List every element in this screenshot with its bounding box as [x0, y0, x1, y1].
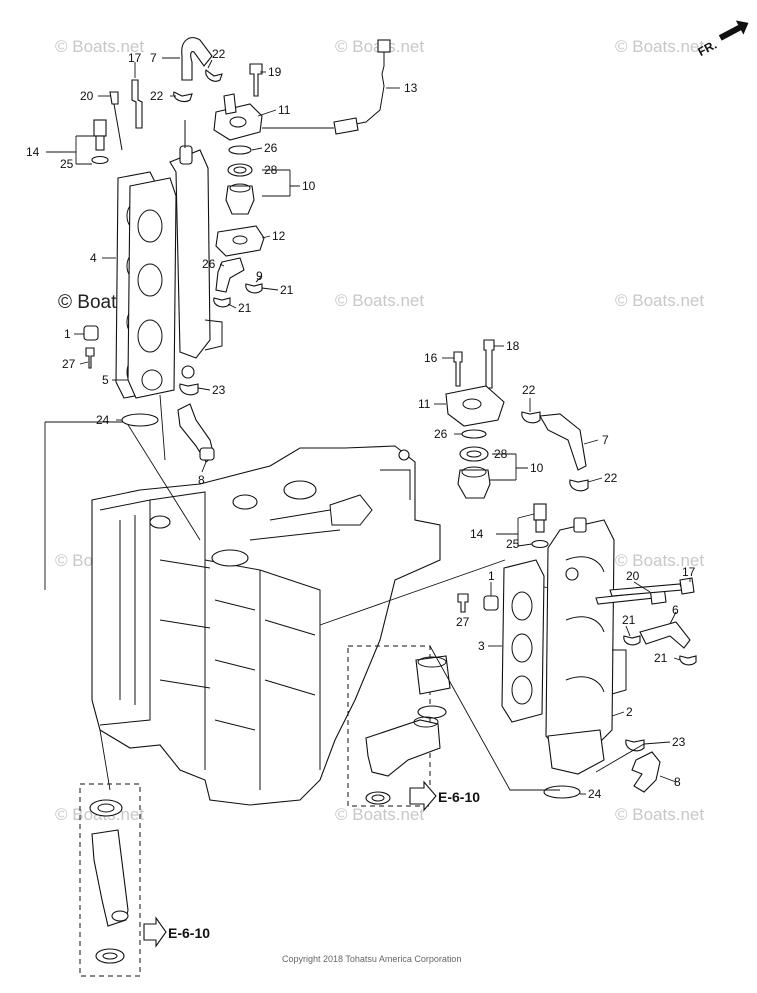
- fr-arrow-icon: [718, 20, 749, 41]
- reference-link[interactable]: E-6-10: [168, 925, 210, 941]
- watermark: © Boats.net: [615, 805, 704, 824]
- water-connector-group-left: E-6-10: [79, 783, 210, 977]
- callout-2: 2: [626, 705, 633, 719]
- callout-11: 11: [278, 103, 291, 117]
- callout-21: 21: [280, 283, 294, 297]
- callout-28: 28: [494, 447, 508, 461]
- callout-3: 3: [478, 639, 485, 653]
- watermark: © Boats.net: [335, 805, 424, 824]
- callout-14: 14: [26, 145, 40, 159]
- callout-20: 20: [626, 569, 640, 583]
- callout-10: 10: [530, 461, 544, 475]
- callout-23: 23: [212, 383, 226, 397]
- port-exhaust-group: [83, 37, 391, 463]
- callout-26: 26: [264, 141, 278, 155]
- callout-25: 25: [60, 157, 74, 171]
- water-connector-group: E-6-10: [347, 645, 560, 812]
- callout-1: 1: [64, 327, 71, 341]
- callout-19: 19: [268, 65, 282, 79]
- watermark: © Boats.net: [615, 291, 704, 310]
- watermark: © Boats.net: [55, 37, 144, 56]
- watermark: © Boats.net: [615, 37, 704, 56]
- callout-27: 27: [62, 357, 76, 371]
- callout-11: 11: [418, 397, 431, 411]
- callout-24: 24: [588, 787, 602, 801]
- callout-leaders: [46, 57, 691, 795]
- watermark: © Boats.net: [615, 551, 704, 570]
- callout-9: 9: [256, 269, 263, 283]
- engine-block: [91, 445, 441, 806]
- callout-24: 24: [96, 413, 110, 427]
- callout-21: 21: [238, 301, 252, 315]
- reference-arrow-icon: [409, 780, 437, 812]
- callout-4: 4: [90, 251, 97, 265]
- callout-10: 10: [302, 179, 316, 193]
- callout-16: 16: [424, 351, 438, 365]
- callout-12: 12: [272, 229, 286, 243]
- callout-1: 1: [488, 569, 495, 583]
- callout-21: 21: [622, 613, 636, 627]
- starboard-exhaust-group: [445, 339, 697, 799]
- callout-14: 14: [470, 527, 484, 541]
- callout-13: 13: [404, 81, 418, 95]
- exhaust-cover-5: [127, 177, 177, 399]
- copyright-notice: Copyright 2018 Tohatsu America Corporati…: [282, 954, 461, 964]
- callout-7: 7: [602, 433, 609, 447]
- callout-5: 5: [102, 373, 109, 387]
- gasket-3: [501, 559, 545, 723]
- callout-17: 17: [682, 565, 696, 579]
- water-jacket: [169, 149, 211, 359]
- callout-8: 8: [674, 775, 681, 789]
- callout-26: 26: [202, 257, 216, 271]
- reference-arrow-icon: [143, 916, 167, 948]
- callout-7: 7: [150, 51, 157, 65]
- callout-22: 22: [150, 89, 164, 103]
- callout-20: 20: [80, 89, 94, 103]
- watermark: © Boats.net: [335, 291, 424, 310]
- callout-18: 18: [506, 339, 520, 353]
- callout-26: 26: [434, 427, 448, 441]
- callout-22: 22: [522, 383, 536, 397]
- callout-27: 27: [456, 615, 470, 629]
- callout-23: 23: [672, 735, 686, 749]
- callout-21: 21: [654, 651, 668, 665]
- callouts: 7 17 22 20 22 19 11 13 14 25 26 28 10 4 …: [26, 47, 696, 801]
- callout-17: 17: [128, 51, 142, 65]
- callout-25: 25: [506, 537, 520, 551]
- callout-22: 22: [212, 47, 226, 61]
- reference-link[interactable]: E-6-10: [438, 789, 480, 805]
- callout-8: 8: [198, 473, 205, 487]
- callout-28: 28: [264, 163, 278, 177]
- callout-22: 22: [604, 471, 618, 485]
- callout-6: 6: [672, 603, 679, 617]
- exhaust-manifold-2: [545, 519, 615, 753]
